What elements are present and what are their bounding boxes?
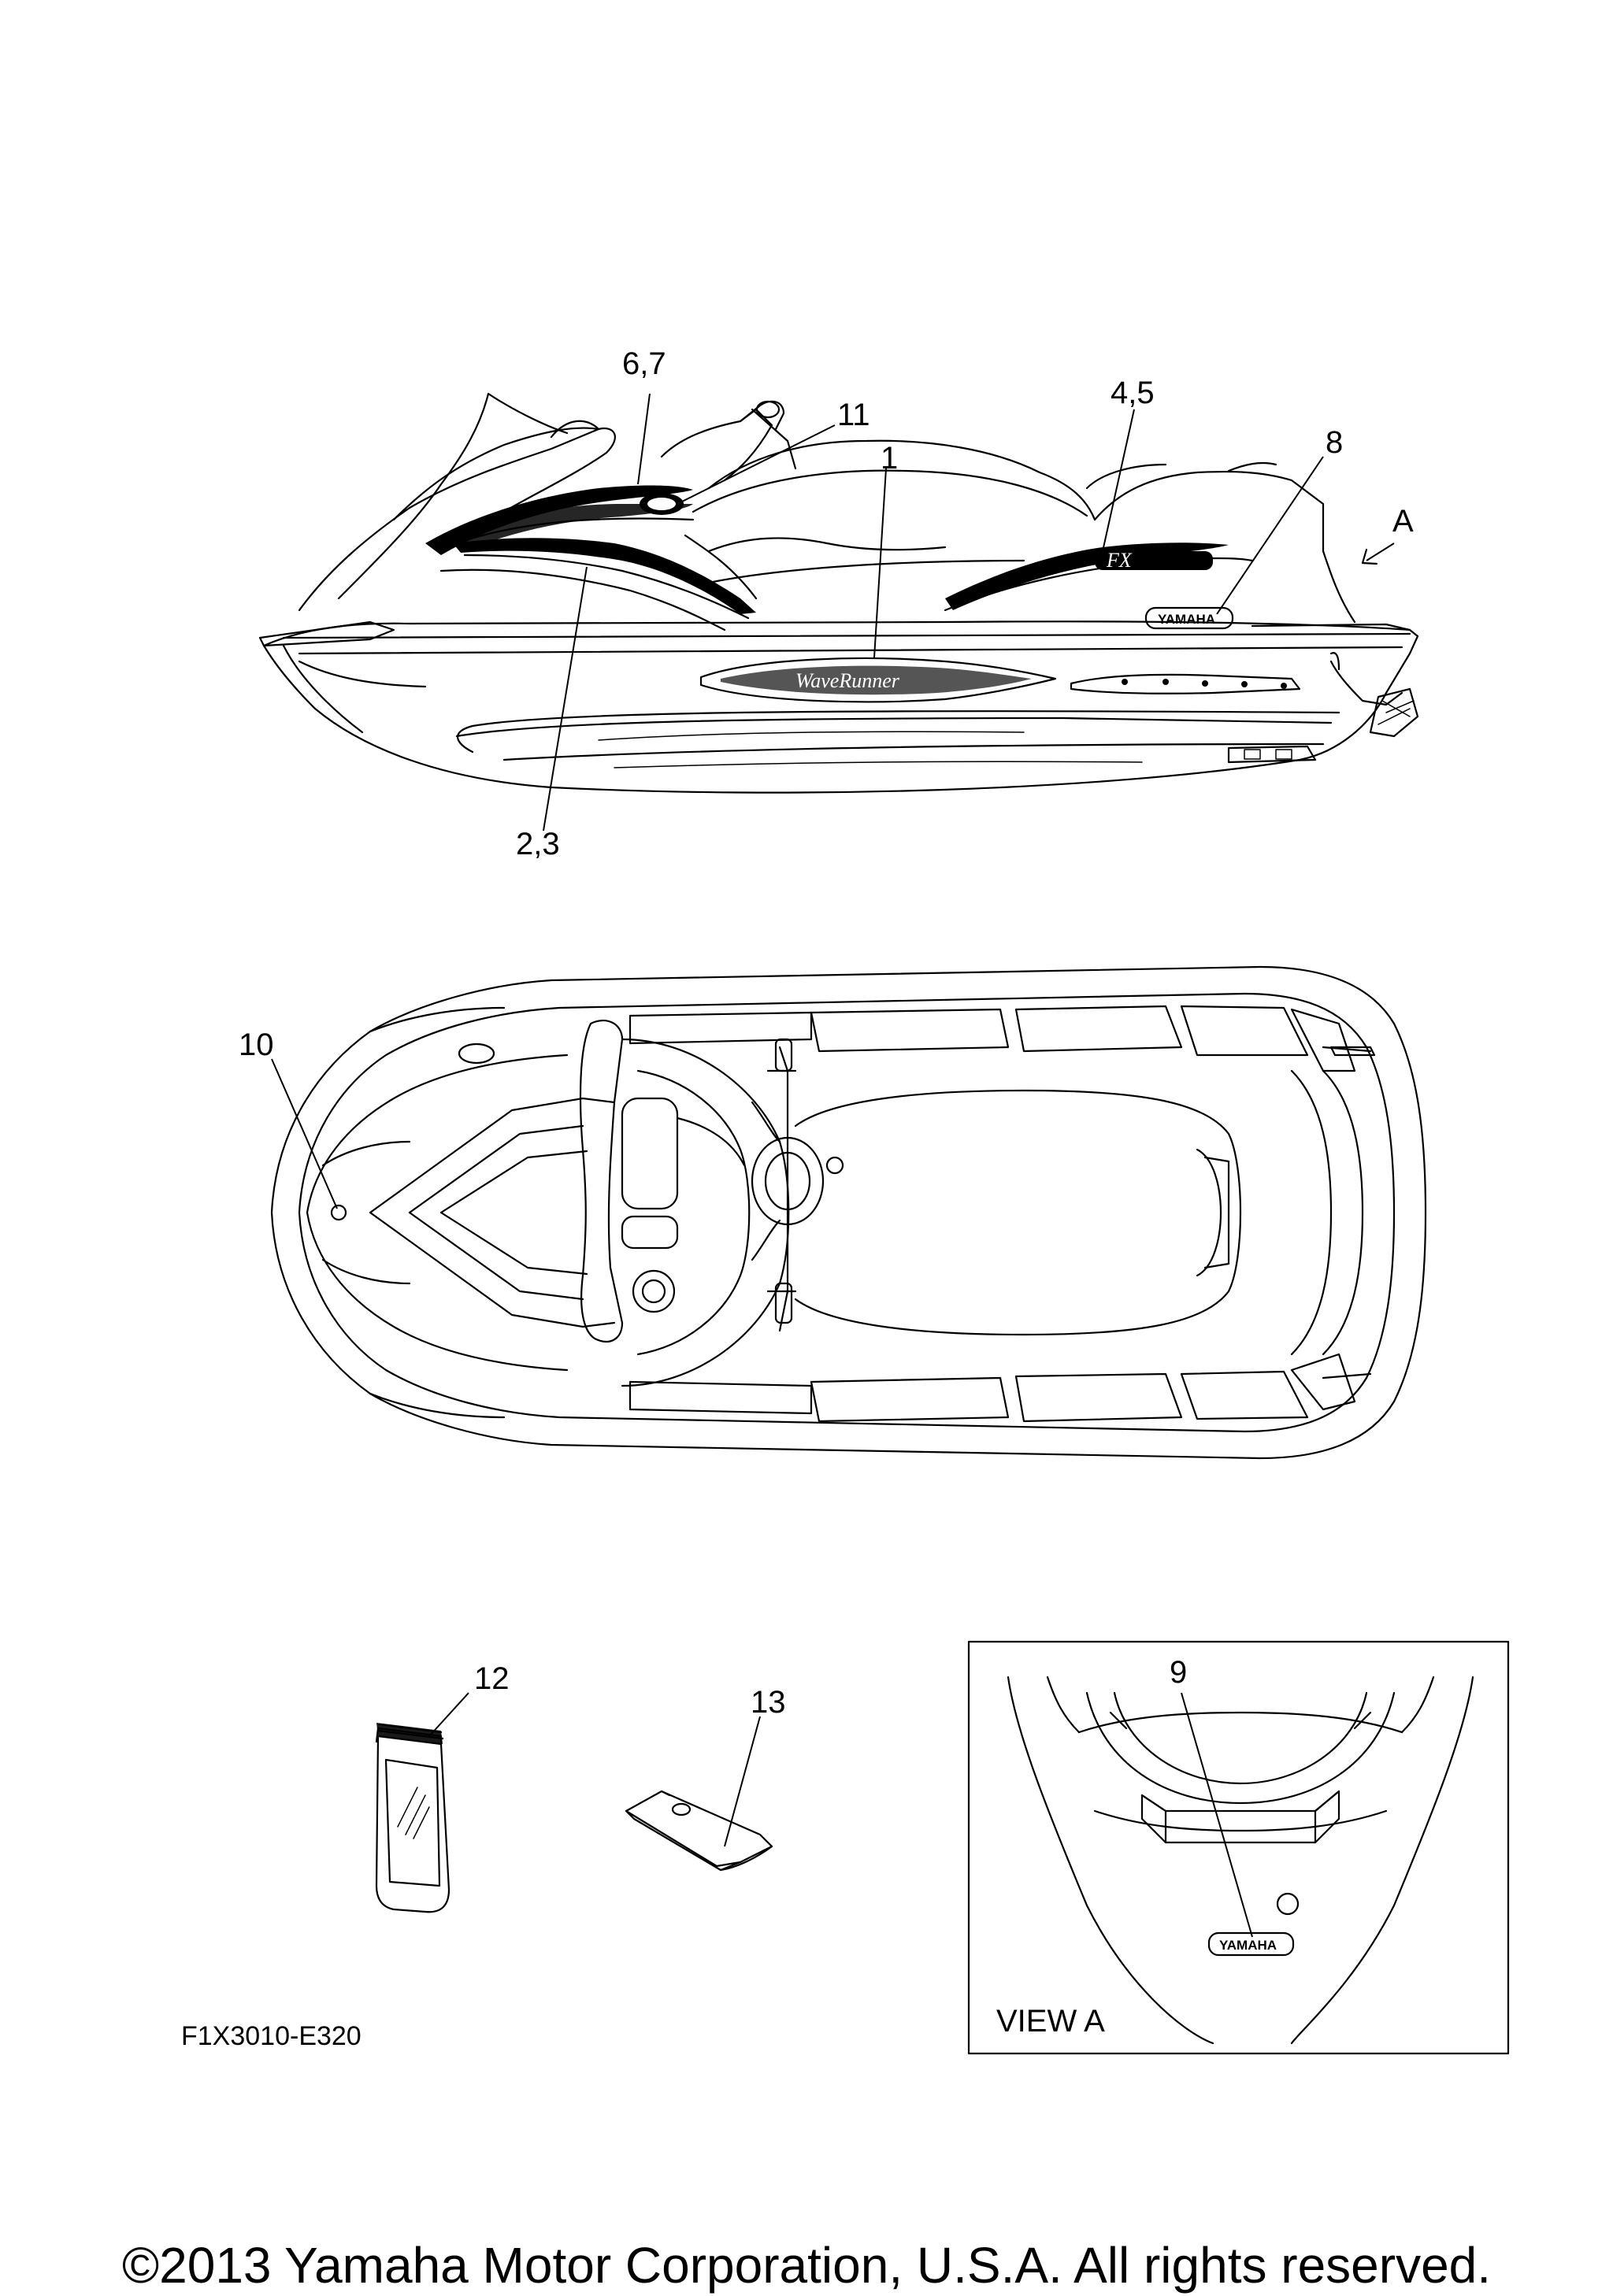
callout-9: 9 bbox=[1170, 1655, 1187, 1690]
callout-10: 10 bbox=[239, 1028, 274, 1062]
callout-12: 12 bbox=[474, 1661, 510, 1696]
callout-2-3: 2,3 bbox=[516, 827, 560, 861]
leader-12 bbox=[428, 1692, 469, 1737]
part-12-pouch bbox=[375, 1723, 451, 1913]
fx-decal-text: FX bbox=[1106, 549, 1133, 572]
diagram-code: F1X3010-E320 bbox=[181, 2021, 362, 2051]
leader-9 bbox=[1181, 1692, 1253, 1938]
callout-A: A bbox=[1392, 504, 1414, 539]
callout-11: 11 bbox=[837, 398, 870, 432]
top-view-watercraft bbox=[270, 965, 1427, 1460]
side-view-watercraft: FX YAMAHA WaveRunner bbox=[258, 392, 1419, 794]
callout-1: 1 bbox=[881, 441, 898, 476]
copyright-notice: ©2013 Yamaha Motor Corporation, U.S.A. A… bbox=[121, 2237, 1492, 2294]
side-view-leaders bbox=[543, 393, 1395, 831]
callout-8: 8 bbox=[1326, 425, 1343, 460]
view-a-label: VIEW A bbox=[996, 2004, 1105, 2039]
yamaha-rear-decal-text: YAMAHA bbox=[1219, 1938, 1277, 1953]
leader-13 bbox=[724, 1716, 761, 1847]
yamaha-side-decal-text: YAMAHA bbox=[1158, 612, 1215, 627]
callout-13: 13 bbox=[751, 1685, 786, 1720]
view-a-box: YAMAHA bbox=[967, 1640, 1510, 2055]
leader-10 bbox=[271, 1058, 338, 1209]
callout-6-7: 6,7 bbox=[622, 346, 666, 381]
callout-4-5: 4,5 bbox=[1111, 376, 1155, 410]
waverunner-decal-text: WaveRunner bbox=[795, 669, 900, 692]
part-13-wedge bbox=[625, 1790, 773, 1872]
